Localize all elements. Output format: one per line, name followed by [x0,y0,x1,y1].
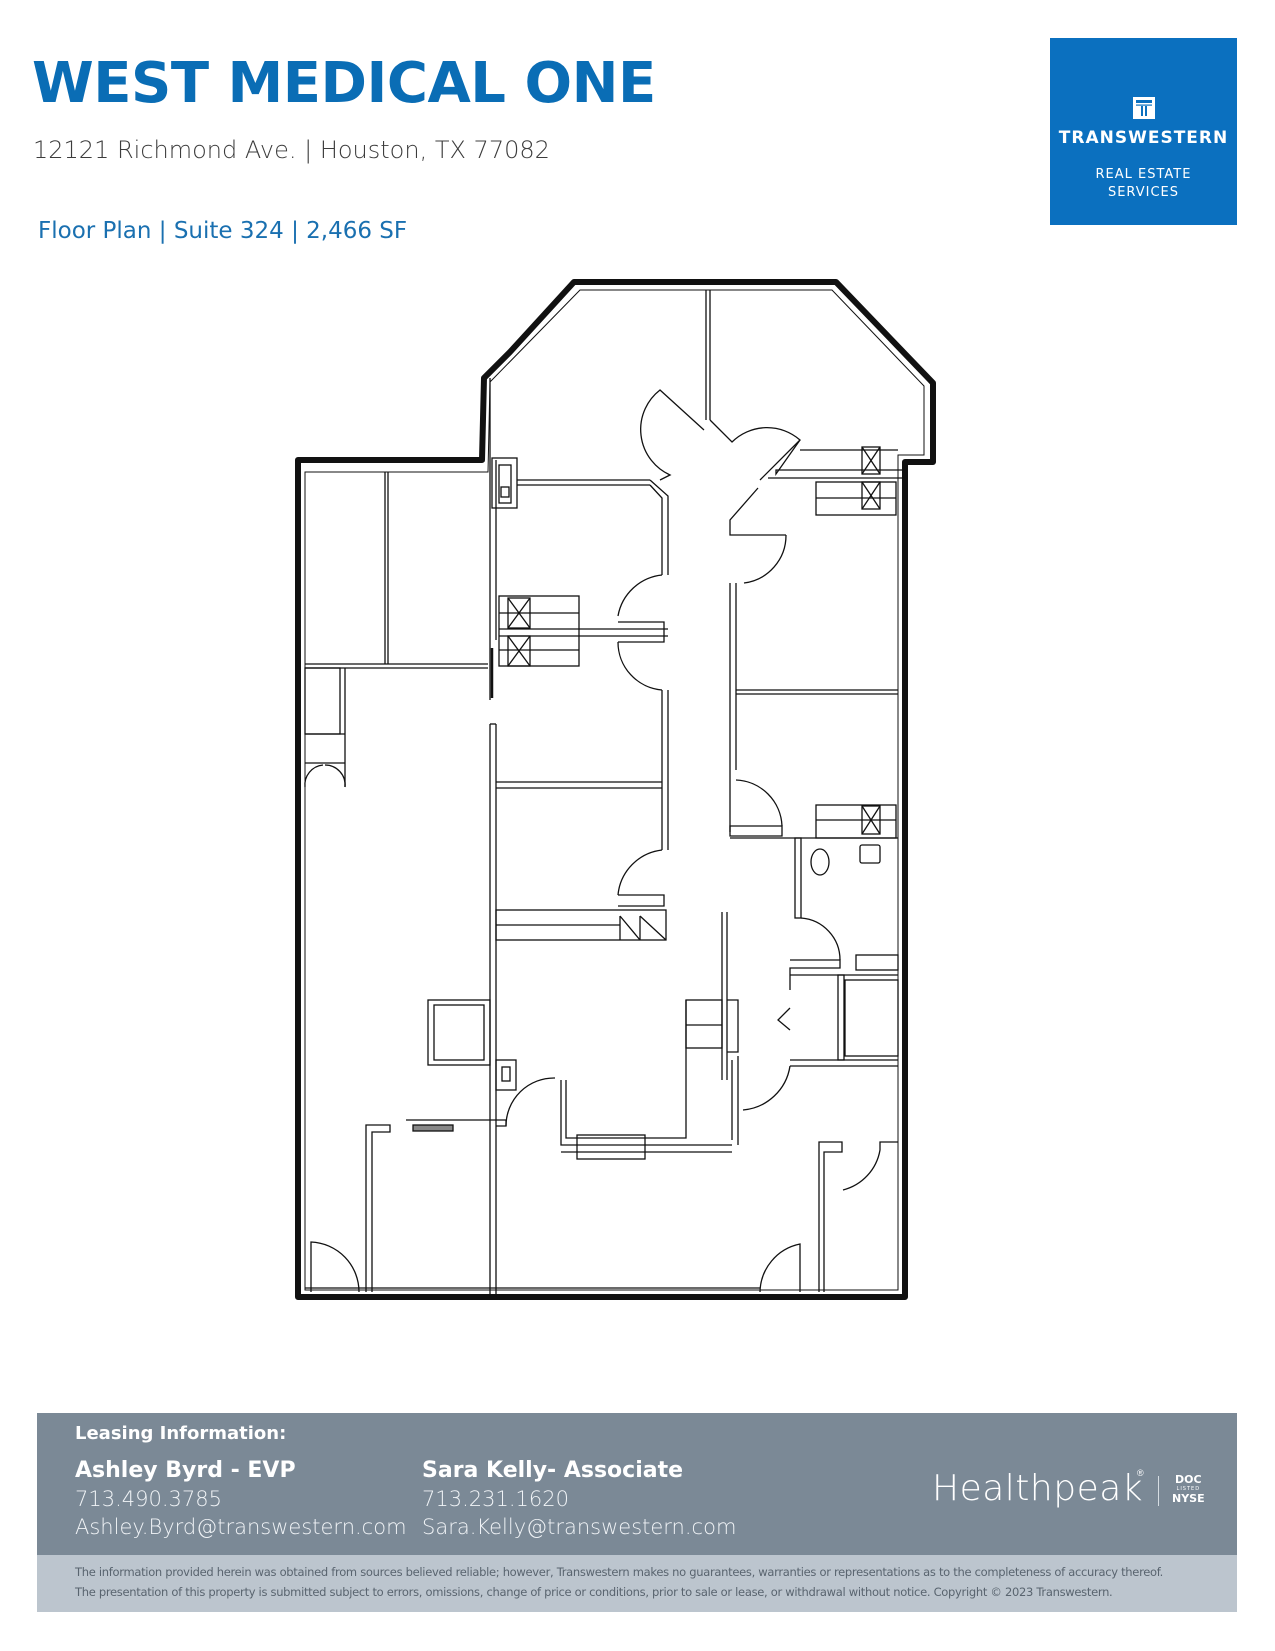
logo-divider [1158,1476,1159,1506]
transwestern-t-icon [1133,97,1155,119]
healthpeak-wordmark: Healthpeak [932,1468,1144,1509]
contact-phone[interactable]: 713.490.3785 [75,1487,222,1511]
logo-company-name: TRANSWESTERN [1058,128,1229,148]
exterior-wall [295,279,936,1300]
contact-name: Sara Kelly- Associate [422,1458,684,1483]
disclaimer-line-1: The information provided herein was obta… [75,1565,1164,1579]
registered-mark-icon: ® [1137,1468,1144,1478]
logo-tagline-line2: SERVICES [1107,185,1180,200]
property-address: 12121 Richmond Ave. | Houston, TX 77082 [33,136,550,164]
transwestern-logo: TRANSWESTERN REAL ESTATE SERVICES [1050,38,1237,225]
ticker-symbol: DOC [1175,1473,1202,1486]
contact-ashley-byrd: Ashley Byrd - EVP 713.490.3785 Ashley.By… [75,1457,407,1541]
contact-phone[interactable]: 713.231.1620 [422,1487,569,1511]
logo-tagline-line1: REAL ESTATE [1095,167,1192,182]
property-title: WEST MEDICAL ONE [32,51,656,116]
disclaimer-band: The information provided herein was obta… [37,1555,1237,1612]
contact-sara-kelly: Sara Kelly- Associate 713.231.1620 Sara.… [422,1457,736,1541]
leasing-information-band: Leasing Information: Ashley Byrd - EVP 7… [37,1413,1237,1555]
listed-label: LISTED [1176,1486,1201,1492]
floor-plan-subtitle: Floor Plan | Suite 324 | 2,466 SF [38,218,408,244]
contact-name: Ashley Byrd - EVP [75,1458,296,1483]
leasing-label: Leasing Information: [75,1423,287,1444]
exchange-name: NYSE [1172,1492,1205,1505]
nyse-listing-badge: DOC LISTED NYSE [1172,1473,1205,1505]
contact-email[interactable]: Ashley.Byrd@transwestern.com [75,1515,407,1539]
contact-email[interactable]: Sara.Kelly@transwestern.com [422,1515,737,1539]
logo-tagline: REAL ESTATE SERVICES [1050,166,1237,202]
disclaimer-line-2: The presentation of this property is sub… [75,1585,1113,1599]
